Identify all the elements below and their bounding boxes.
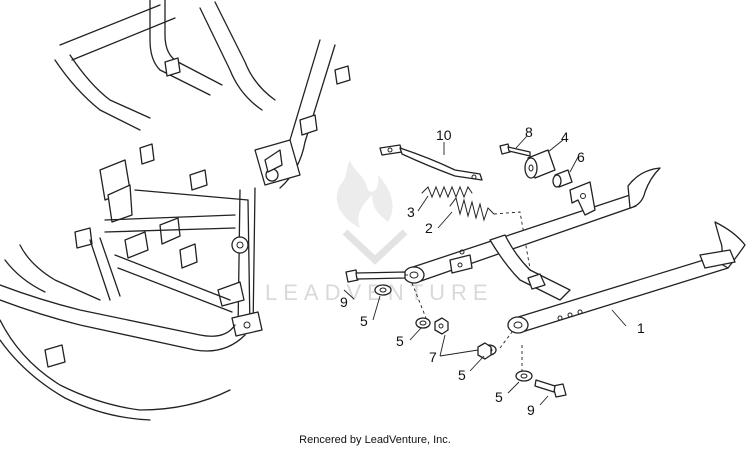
callout-9-lower: 9 xyxy=(527,402,535,418)
leader-lines xyxy=(343,135,627,406)
leadventure-watermark: LEADVENTURE xyxy=(265,160,488,305)
part-10-tie-rod xyxy=(379,144,483,181)
part-5-washer-b xyxy=(415,317,431,329)
part-7-bolt xyxy=(499,143,531,157)
part-3-spring xyxy=(421,185,473,199)
callout-10: 10 xyxy=(436,127,452,143)
callout-6: 6 xyxy=(577,149,585,165)
frame-assembly xyxy=(0,0,351,421)
part-6-spacer xyxy=(552,169,573,188)
assembly-line-lower xyxy=(499,331,513,349)
part-8-nut-a xyxy=(434,317,449,335)
callout-5-middle: 5 xyxy=(396,333,404,349)
part-5-washer-a xyxy=(374,284,392,296)
part-9-bolt-lower xyxy=(521,345,567,398)
callout-9-upper: 9 xyxy=(340,294,348,310)
callout-5-lower: 5 xyxy=(495,389,503,405)
part-8-nut-b xyxy=(477,342,492,360)
part-2-spring xyxy=(449,196,533,281)
callout-1: 1 xyxy=(637,320,645,336)
callout-2: 2 xyxy=(425,220,433,236)
callout-5-upper: 5 xyxy=(360,313,368,329)
part-1-side-stand xyxy=(403,167,746,334)
part-9-bolt-upper xyxy=(345,269,410,283)
part-4-bushing xyxy=(524,149,556,179)
callout-3: 3 xyxy=(407,204,415,220)
callout-5-right: 5 xyxy=(458,367,466,383)
callout-8: 7 xyxy=(429,349,437,365)
part-5-washer-d xyxy=(515,370,533,382)
callout-7: 8 xyxy=(525,124,533,140)
assembly-line-upper xyxy=(411,282,427,319)
callout-4: 4 xyxy=(561,129,569,145)
callout-labels: 10 8 4 6 3 2 1 9 5 5 7 5 5 9 xyxy=(340,124,645,418)
footer-credit: Rencered by LeadVenture, Inc. xyxy=(299,434,451,446)
